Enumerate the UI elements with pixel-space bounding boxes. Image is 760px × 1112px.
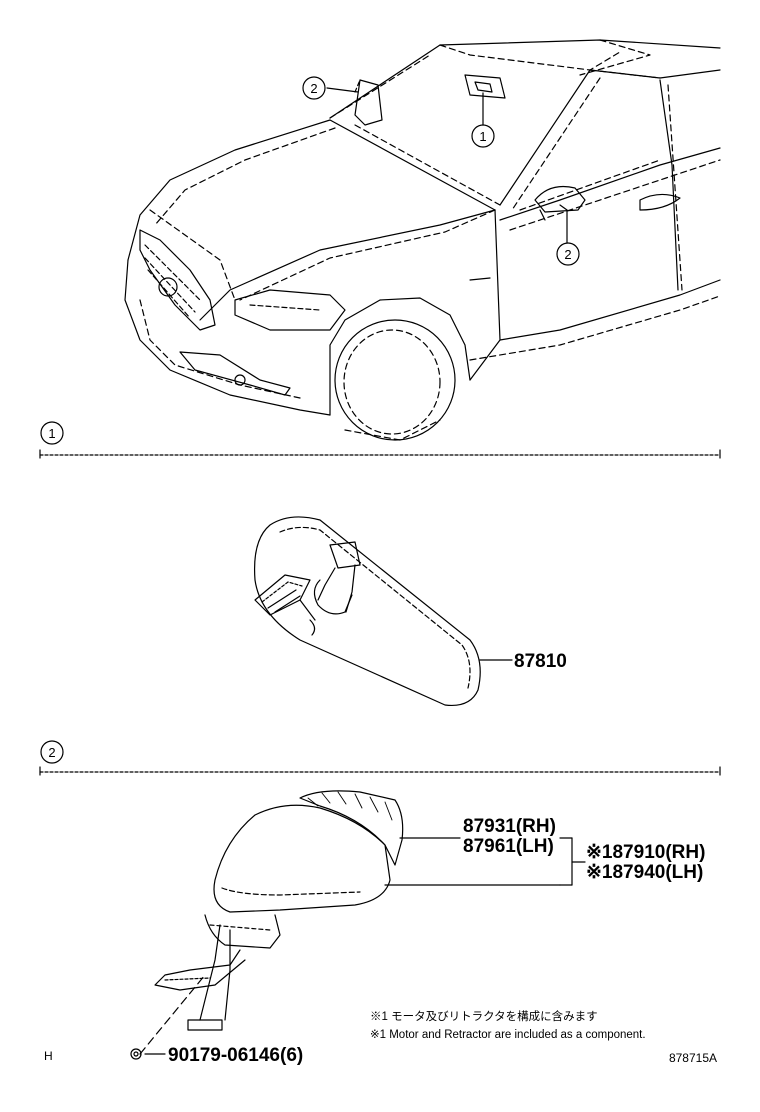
section-1-header — [39, 421, 721, 459]
callout-1-car: 1 — [479, 129, 486, 144]
inner-mirror-drawing — [253, 516, 513, 707]
labels: 2 1 2 1 87810 2 87931(RH) 87961(LH) ※187… — [44, 81, 717, 1066]
section-2-header — [39, 740, 721, 776]
car-illustration — [124, 39, 721, 441]
part-number-87810: 87810 — [514, 651, 567, 672]
part-number-rh-assy: ※187910(RH) — [586, 842, 705, 863]
note-english: ※1 Motor and Retractor are included as a… — [370, 1029, 646, 1041]
note-japanese: ※1 モータ及びリトラクタを構成に含みます — [370, 1009, 598, 1023]
part-number-lh-assy: ※187940(LH) — [586, 862, 703, 883]
section-1-number: 1 — [48, 426, 55, 441]
callout-2-car-right: 2 — [564, 247, 571, 262]
part-number-lh-glass: 87961(LH) — [463, 836, 554, 857]
car-callouts — [302, 76, 580, 266]
section-2-number: 2 — [48, 745, 55, 760]
callout-circle — [302, 76, 326, 100]
callout-circle — [471, 124, 495, 148]
callout-circle — [556, 242, 580, 266]
outer-mirror-drawing — [130, 790, 586, 1060]
part-number-screw: 90179-06146(6) — [168, 1045, 303, 1066]
part-number-rh-glass: 87931(RH) — [463, 816, 556, 837]
callout-2-car-left: 2 — [310, 81, 317, 96]
diagram-id: 878715A — [669, 1051, 717, 1065]
corner-mark: H — [44, 1049, 53, 1063]
